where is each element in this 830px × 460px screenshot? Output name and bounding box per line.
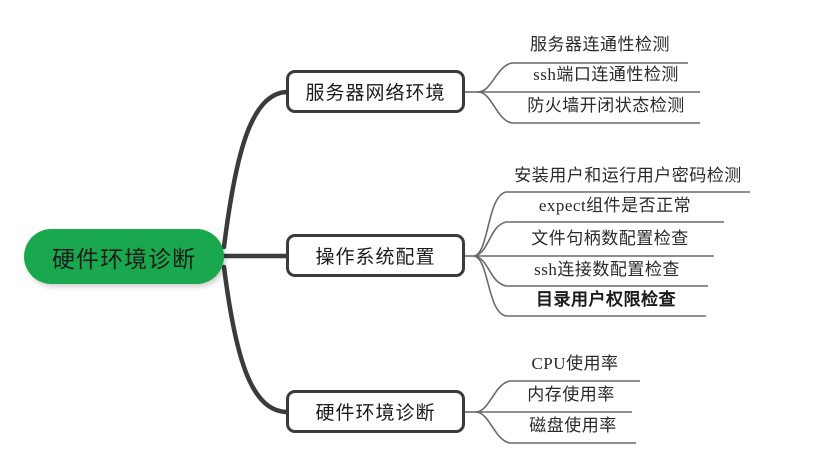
leaf-node-2-1-label: 安装用户和运行用户密码检测	[514, 165, 742, 185]
root-node[interactable]: 硬件环境诊断	[24, 229, 224, 284]
connector-root-to-branch-3	[221, 264, 289, 415]
leaf-node-3-3[interactable]: 磁盘使用率	[510, 412, 636, 438]
branch-node-3-label: 硬件环境诊断	[315, 403, 436, 424]
leaf-node-3-1-label: CPU使用率	[531, 353, 619, 373]
leaf-node-2-2[interactable]: expect组件是否正常	[506, 192, 724, 218]
leaf-node-2-4[interactable]: ssh连接数配置检查	[506, 256, 708, 282]
leaf-node-3-2[interactable]: 内存使用率	[510, 381, 632, 407]
leaf-node-2-5[interactable]: 目录用户权限检查	[506, 286, 706, 312]
leaf-node-2-5-label: 目录用户权限检查	[536, 289, 676, 309]
connector-root-to-branch-1	[221, 89, 289, 250]
leaf-node-1-3[interactable]: 防火墙开闭状态检测	[512, 92, 700, 118]
root-node-label: 硬件环境诊断	[52, 246, 196, 272]
leaf-node-1-2-label: ssh端口连通性检测	[533, 64, 679, 84]
branch-node-2[interactable]: 操作系统配置	[286, 234, 465, 277]
leaf-node-2-4-label: ssh连接数配置检查	[534, 259, 680, 279]
leaf-node-2-2-label: expect组件是否正常	[538, 195, 692, 215]
leaf-node-3-2-label: 内存使用率	[527, 384, 615, 404]
leaf-node-3-1[interactable]: CPU使用率	[510, 350, 640, 376]
leaf-node-1-3-label: 防火墙开闭状态检测	[527, 95, 685, 115]
leaf-node-2-1[interactable]: 安装用户和运行用户密码检测	[506, 162, 750, 188]
leaf-node-3-3-label: 磁盘使用率	[529, 415, 617, 435]
leaf-node-2-3-label: 文件句柄数配置检查	[531, 228, 689, 248]
branch-node-2-label: 操作系统配置	[315, 247, 436, 268]
leaf-node-1-1[interactable]: 服务器连通性检测	[512, 31, 688, 57]
branch-node-3[interactable]: 硬件环境诊断	[286, 390, 465, 433]
branch-node-1[interactable]: 服务器网络环境	[286, 70, 465, 113]
leaf-node-2-3[interactable]: 文件句柄数配置检查	[506, 225, 714, 251]
leaf-node-1-2[interactable]: ssh端口连通性检测	[512, 61, 700, 87]
leaf-node-1-1-label: 服务器连通性检测	[530, 34, 670, 54]
branch-node-1-label: 服务器网络环境	[305, 83, 446, 104]
